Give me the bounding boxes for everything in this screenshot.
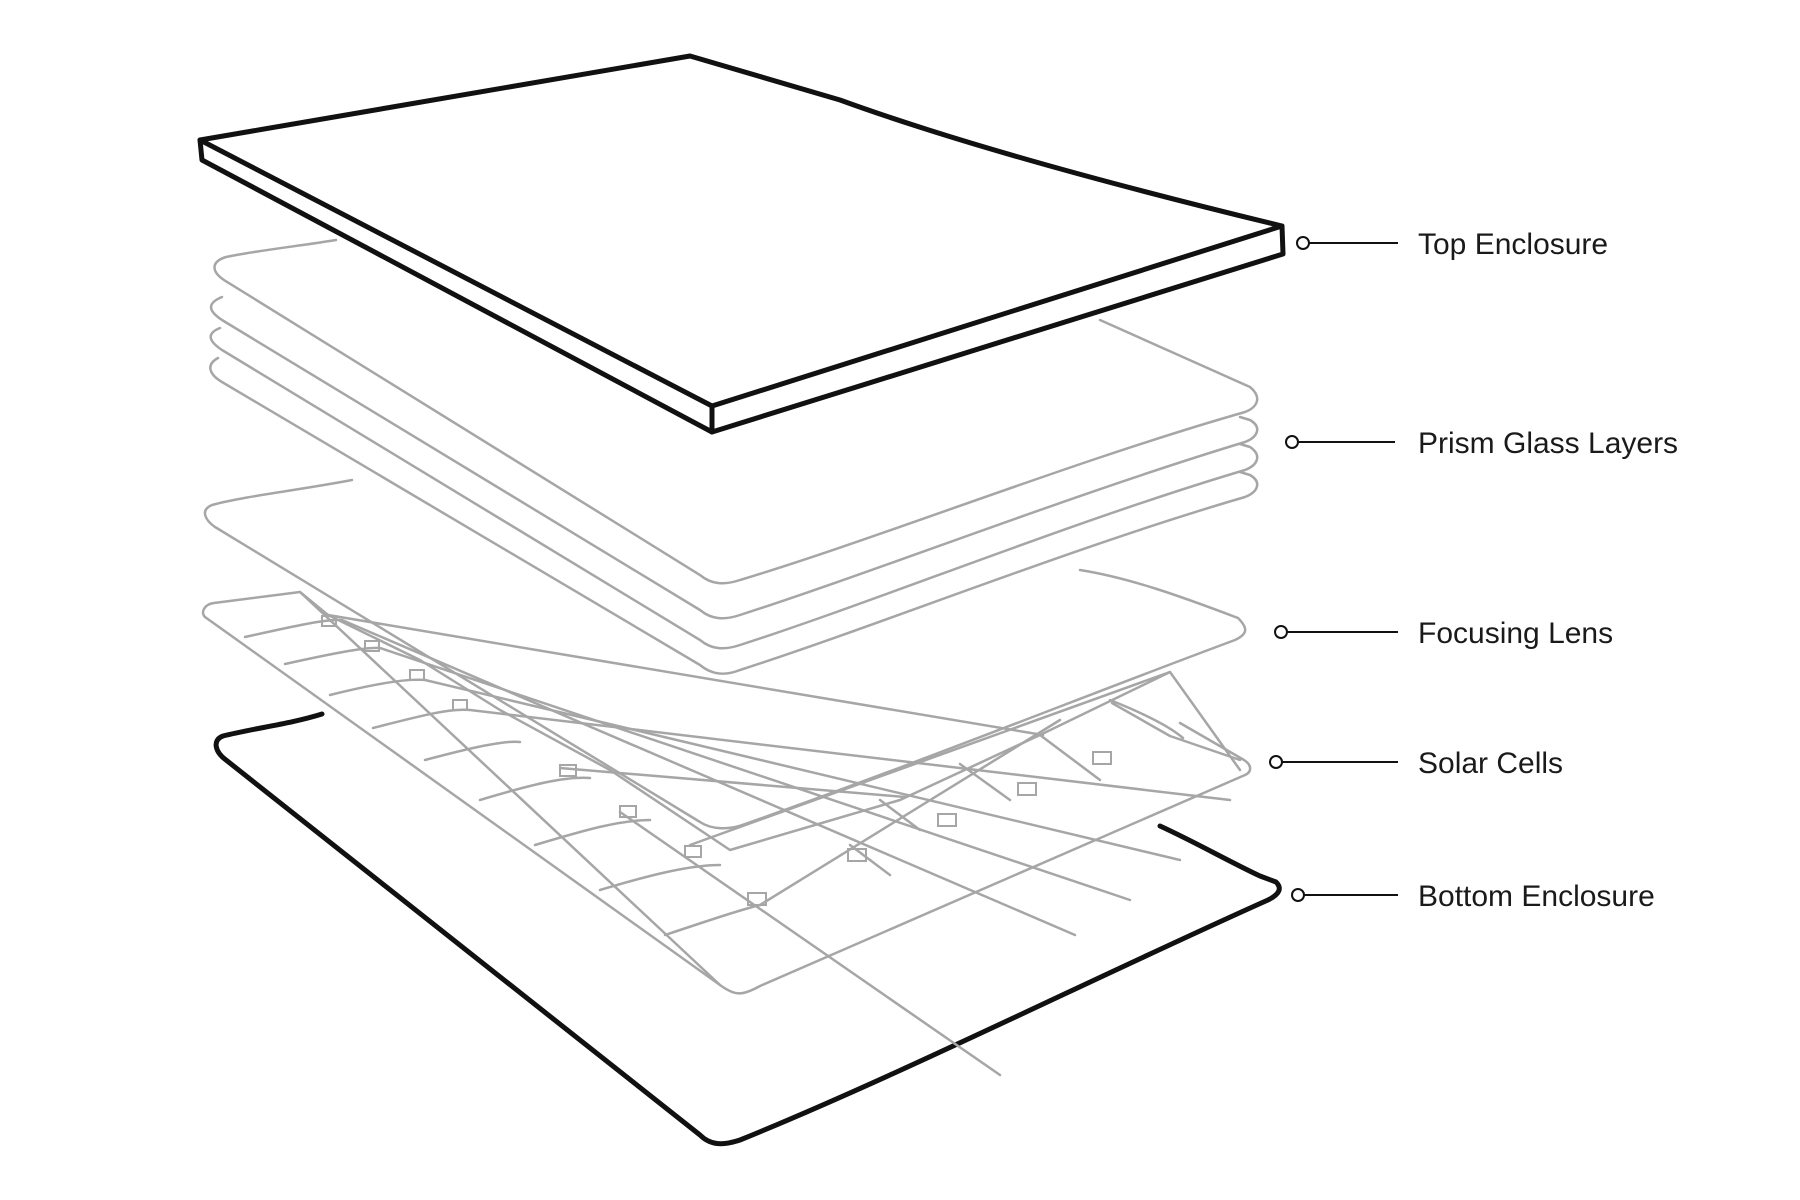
callout-focusing-lens: Focusing Lens [1275,617,1613,650]
callout-dot [1286,436,1298,448]
callout-dot [1275,626,1287,638]
top-enclosure-shape [200,56,1283,432]
callout-dot [1292,889,1304,901]
callout-dot [1297,237,1309,249]
bottom-enclosure-shape [216,714,1279,1144]
label-bottom-enclosure: Bottom Enclosure [1418,880,1655,913]
label-prism-glass-layers: Prism Glass Layers [1418,427,1678,460]
label-solar-cells: Solar Cells [1418,747,1563,780]
label-top-enclosure: Top Enclosure [1418,228,1608,261]
callout-prism-glass-layers: Prism Glass Layers [1286,427,1678,460]
focusing-lens-shape [205,480,1245,828]
solar-cells-shape [203,592,1250,1075]
prism-glass-layers-shape [210,240,1257,674]
label-focusing-lens: Focusing Lens [1418,617,1613,650]
callout-dot [1270,756,1282,768]
callout-top-enclosure: Top Enclosure [1297,228,1608,261]
callout-bottom-enclosure: Bottom Enclosure [1292,880,1655,913]
callout-solar-cells: Solar Cells [1270,747,1563,780]
